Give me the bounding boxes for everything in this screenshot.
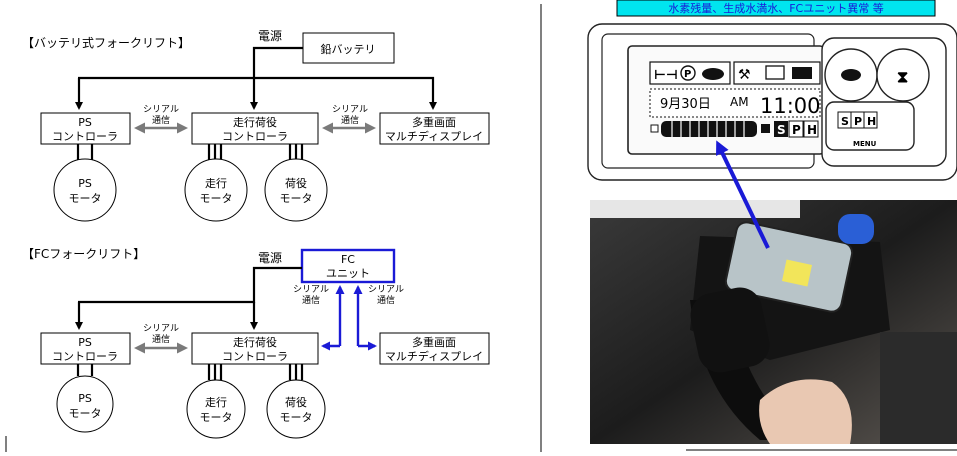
main-controller-label-1: 走行荷役 <box>233 115 277 129</box>
fc-main-controller-label-2: コントローラ <box>222 350 288 363</box>
fc-serial-left-label-2: 通信 <box>152 333 170 345</box>
fc-multi-display-label-1: 多重画面 <box>412 335 456 349</box>
battery-forklift-section: 【バッテリ式フォークリフト】 電源 鉛バッテリ PS コントローラ 走行荷役 コ… <box>22 29 489 221</box>
fc-serial-fc-left-label-1: シリアル <box>293 285 329 295</box>
fc-ps-motor-label-1: PS <box>78 392 92 405</box>
serial-right-label-2: 通信 <box>341 114 359 126</box>
fc-drive-motor-label-2: モータ <box>200 411 233 424</box>
serial-left-label-1: シリアル <box>143 105 179 115</box>
turtle-button-icon <box>841 69 861 81</box>
caption-banner-text: 水素残量、生成水満水、FCユニット異常 等 <box>668 1 884 15</box>
lift-motor-label-2: モータ <box>280 192 313 205</box>
fc-power-wire <box>78 268 302 302</box>
ps-motor-label-1: PS <box>78 177 92 190</box>
fc-forklift-section: 【FCフォークリフト】 電源 FC ユニット PS コントローラ 走行荷役 コン… <box>22 247 489 438</box>
battery-section-title: 【バッテリ式フォークリフト】 <box>22 36 190 50</box>
photo-blue-light <box>838 214 874 244</box>
battery-power-label: 電源 <box>258 29 282 43</box>
fc-main-controller-label-1: 走行荷役 <box>233 335 277 349</box>
ps-controller-label-1: PS <box>78 116 92 129</box>
fc-power-label: 電源 <box>258 251 282 265</box>
ps-motor-label-2: モータ <box>69 192 102 205</box>
fc-section-title: 【FCフォークリフト】 <box>22 247 145 261</box>
fc-serial-left-label-1: シリアル <box>143 324 179 334</box>
fc-serial-fc-right-label-2: 通信 <box>377 294 395 306</box>
menu-h-label: H <box>867 115 876 128</box>
serial-right-label-1: シリアル <box>332 105 368 115</box>
wrench-icon: ⚒ <box>738 67 751 83</box>
menu-s-label: S <box>841 115 849 128</box>
battery-power-to-display <box>254 78 433 108</box>
fc-ps-motor-wires <box>78 364 92 376</box>
main-controller-label-2: コントローラ <box>222 130 288 143</box>
fc-ps-controller-label-1: PS <box>78 336 92 349</box>
fc-lift-motor-label-2: モータ <box>280 411 313 424</box>
parking-icon-letter: P <box>684 69 691 80</box>
menu-p-label: P <box>854 115 862 128</box>
lead-battery-label: 鉛バッテリ <box>321 42 376 56</box>
level-bar-empty-marker <box>651 125 658 132</box>
ps-motor-circle <box>54 159 116 221</box>
forklift-photo <box>590 200 957 444</box>
multi-display-label-2: マルチディスプレイ <box>385 129 483 143</box>
battery-power-wire <box>78 48 303 78</box>
serial-left-label-2: 通信 <box>152 114 170 126</box>
fc-serial-fc-left-label-2: 通信 <box>302 294 320 306</box>
mode-h-label: H <box>807 123 817 137</box>
fc-lift-motor-wires <box>290 364 302 380</box>
drive-motor-label-2: モータ <box>200 192 233 205</box>
lift-motor-circle <box>265 159 327 221</box>
turtle-icon <box>702 68 724 80</box>
fc-ps-motor-label-2: モータ <box>69 407 102 420</box>
mode-s-label: S <box>777 123 786 137</box>
fuel-icon <box>766 66 784 79</box>
display-ampm: AM <box>730 95 749 109</box>
fc-lift-motor-circle <box>267 380 325 438</box>
battery-icon <box>792 67 812 79</box>
ps-controller-label-2: コントローラ <box>52 130 118 143</box>
hydrogen-level-bar <box>661 121 757 137</box>
display-time: 11:00 <box>760 94 821 118</box>
fc-multi-display-label-2: マルチディスプレイ <box>385 349 483 363</box>
fc-unit-label-2: ユニット <box>326 267 370 280</box>
fork-position-icon: ⊢⊣ <box>654 68 678 83</box>
fc-ps-controller-label-2: コントローラ <box>52 350 118 363</box>
fc-serial-fc-right-label-1: シリアル <box>368 285 404 295</box>
display-date: 9月30日 <box>660 97 711 112</box>
mode-p-label: P <box>792 123 801 137</box>
menu-label: MENU <box>853 140 877 148</box>
level-bar-full-marker <box>761 124 770 133</box>
photo-white-backdrop <box>590 200 800 218</box>
lift-motor-label-1: 荷役 <box>285 176 307 190</box>
drive-motor-circle <box>185 159 247 221</box>
drive-motor-label-1: 走行 <box>205 177 227 190</box>
fc-lift-motor-label-1: 荷役 <box>285 395 307 409</box>
display-illustration: ⊢⊣ P ⚒ 9月30日 AM 11:00 <box>588 24 957 180</box>
photo-right-panel <box>880 332 957 444</box>
fc-drive-motor-circle <box>187 380 245 438</box>
multi-display-label-1: 多重画面 <box>412 115 456 129</box>
fc-drive-motor-label-1: 走行 <box>205 396 227 409</box>
fc-drive-motor-wires <box>209 364 221 380</box>
fc-unit-label-1: FC <box>341 253 355 266</box>
hourglass-icon: ⧗ <box>897 67 908 86</box>
